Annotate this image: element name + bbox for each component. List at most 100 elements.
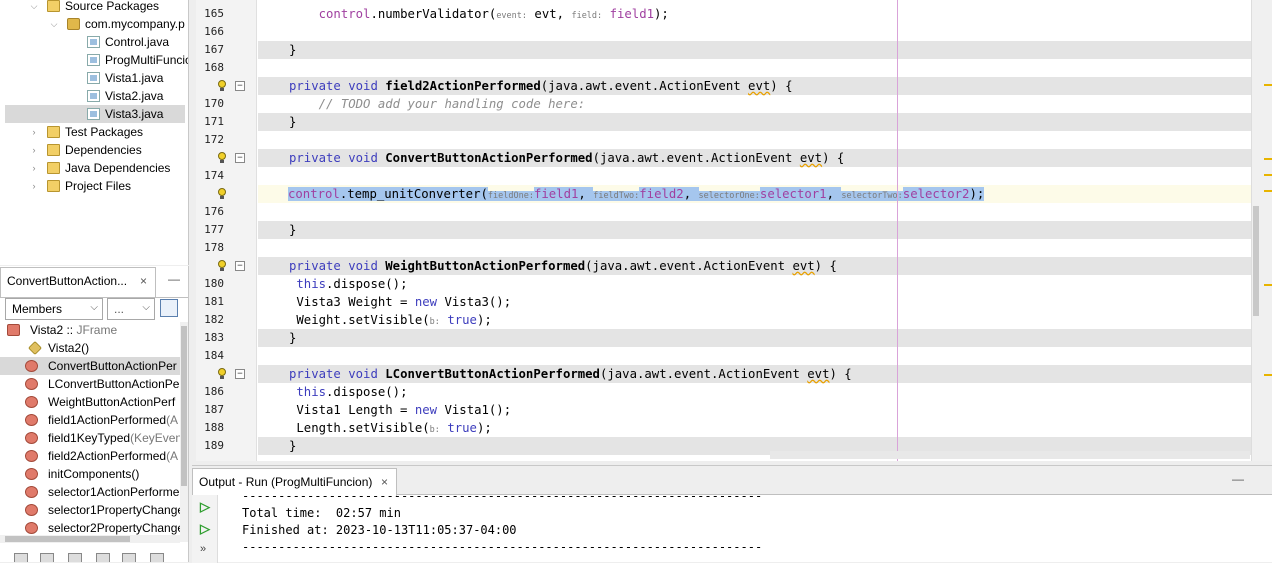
fold-icon[interactable]: − — [235, 261, 245, 271]
fold-icon[interactable]: − — [235, 153, 245, 163]
close-icon[interactable]: × — [380, 475, 388, 489]
navigator-member[interactable]: WeightButtonActionPerf — [0, 393, 180, 411]
tree-item[interactable]: ProgMultiFuncio — [5, 51, 188, 69]
more-actions-icon[interactable]: » — [200, 543, 207, 555]
chevron-down-icon[interactable]: ⌵ — [30, 1, 38, 11]
navigator-member[interactable]: field2ActionPerformed(A — [0, 447, 180, 465]
toolbar-icon[interactable] — [150, 553, 164, 562]
chevron-right-icon[interactable]: › — [32, 145, 36, 155]
lightbulb-hint-icon[interactable] — [216, 260, 226, 272]
navigator-member[interactable]: initComponents() — [0, 465, 180, 483]
code-line[interactable]: private void LConvertButtonActionPerform… — [258, 365, 1252, 383]
lightbulb-hint-icon[interactable] — [216, 188, 226, 200]
members-filter-select[interactable]: Members ⌵ — [5, 298, 103, 320]
navigator-vertical-scrollbar[interactable] — [180, 322, 188, 542]
code-line[interactable] — [258, 167, 1252, 185]
code-line[interactable]: private void WeightButtonActionPerformed… — [258, 257, 1252, 275]
navigator-horizontal-scrollbar[interactable] — [0, 535, 180, 543]
filter-toggle-icon[interactable] — [160, 299, 178, 317]
member-label: field1KeyTyped(KeyEven — [48, 431, 183, 445]
rerun-with-options-icon[interactable]: ▷ — [200, 521, 210, 536]
chevron-down-icon[interactable]: ⌵ — [50, 19, 58, 29]
code-line[interactable] — [258, 239, 1252, 257]
code-line[interactable]: this.dispose(); — [296, 385, 408, 399]
chevron-right-icon[interactable]: › — [32, 127, 36, 137]
toolbar-icon[interactable] — [96, 553, 110, 562]
warning-marker[interactable] — [1264, 284, 1272, 286]
sort-select-value: ... — [114, 302, 125, 316]
code-line[interactable]: this.dispose(); — [296, 277, 408, 291]
code-line[interactable]: } — [258, 41, 1252, 59]
warning-marker[interactable] — [1264, 174, 1272, 176]
toolbar-icon[interactable] — [14, 553, 28, 562]
member-label: selector1PropertyChange — [48, 503, 185, 517]
tree-item[interactable]: Vista2.java — [5, 87, 185, 105]
navigator-member[interactable]: field1ActionPerformed(A — [0, 411, 180, 429]
code-line[interactable]: private void ConvertButtonActionPerforme… — [258, 149, 1252, 167]
fold-icon[interactable]: − — [235, 369, 245, 379]
lightbulb-hint-icon[interactable] — [216, 368, 226, 380]
warning-marker[interactable] — [1264, 84, 1272, 86]
code-line[interactable]: } — [258, 437, 1252, 455]
editor-horizontal-scrollbar[interactable] — [770, 451, 1250, 459]
error-stripe[interactable] — [1251, 0, 1272, 461]
navigator-member[interactable]: selector1ActionPerforme — [0, 483, 180, 501]
navigator-tab[interactable]: ConvertButtonAction... × — [0, 267, 156, 297]
code-line[interactable]: Weight.setVisible(b: true); — [289, 313, 492, 327]
tree-item[interactable]: ⌵Source Packages — [5, 0, 185, 15]
close-icon[interactable]: × — [139, 274, 147, 288]
lightbulb-hint-icon[interactable] — [216, 152, 226, 164]
minimize-icon[interactable]: — — [1232, 472, 1244, 486]
warning-marker[interactable] — [1264, 190, 1272, 192]
chevron-right-icon[interactable]: › — [32, 181, 36, 191]
navigator-member[interactable]: LConvertButtonActionPe — [0, 375, 180, 393]
tree-item[interactable]: ›Java Dependencies — [5, 159, 185, 177]
tree-item[interactable]: Vista3.java — [5, 105, 185, 123]
tree-item[interactable]: › Test Packages — [5, 123, 185, 141]
output-tab[interactable]: Output - Run (ProgMultiFuncion) × — [192, 468, 397, 496]
code-line[interactable] — [258, 203, 1252, 221]
code-line[interactable]: } — [258, 329, 1252, 347]
folder-icon — [47, 162, 60, 174]
tree-item[interactable]: Vista1.java — [5, 69, 185, 87]
code-line[interactable]: control.temp_unitConverter(fieldOne:fiel… — [258, 185, 1252, 203]
code-line[interactable] — [258, 131, 1252, 149]
tree-item[interactable]: ⌵com.mycompany.p — [5, 15, 185, 33]
code-line[interactable] — [258, 347, 1252, 365]
code-line[interactable]: // TODO add your handling code here: — [318, 97, 586, 111]
tree-item-label: ProgMultiFuncio — [105, 53, 189, 67]
warning-marker[interactable] — [1264, 374, 1272, 376]
code-line[interactable]: } — [258, 113, 1252, 131]
java-file-icon — [87, 36, 100, 48]
navigator-member[interactable]: field1KeyTyped(KeyEven — [0, 429, 183, 447]
rerun-icon[interactable]: ▷ — [200, 499, 210, 514]
toolbar-icon[interactable] — [40, 553, 54, 562]
code-line[interactable]: Length.setVisible(b: true); — [289, 421, 492, 435]
code-line[interactable]: Vista3 Weight = new Vista3(); — [289, 295, 512, 309]
code-line[interactable]: private void field2ActionPerformed(java.… — [258, 77, 1252, 95]
tree-item[interactable]: ›Project Files — [5, 177, 185, 195]
tree-item-label: Test Packages — [65, 125, 144, 139]
chevron-right-icon[interactable]: › — [32, 163, 36, 173]
tree-item[interactable]: ›Dependencies — [5, 141, 185, 159]
fold-icon[interactable]: − — [235, 81, 245, 91]
toolbar-icon[interactable] — [68, 553, 82, 562]
code-line[interactable] — [258, 59, 1252, 77]
editor-vertical-scrollbar[interactable] — [1253, 206, 1259, 316]
navigator-member[interactable]: Vista2() — [0, 339, 180, 357]
lightbulb-hint-icon[interactable] — [216, 80, 226, 92]
code-line[interactable]: } — [258, 221, 1252, 239]
minimize-icon[interactable]: — — [168, 272, 180, 286]
toolbar-icon[interactable] — [122, 553, 136, 562]
navigator-member[interactable]: ConvertButtonActionPer — [0, 357, 180, 375]
tree-item[interactable]: Control.java — [5, 33, 185, 51]
sort-select[interactable]: ... ⌵ — [107, 298, 155, 320]
navigator-member[interactable]: selector2PropertyChange — [0, 519, 184, 537]
warning-marker[interactable] — [1264, 158, 1272, 160]
navigator-member[interactable]: selector1PropertyChange — [0, 501, 184, 519]
code-line[interactable]: control.numberValidator(event: evt, fiel… — [318, 7, 669, 21]
navigator-class-row[interactable]: Vista2 :: JFrame — [0, 321, 180, 339]
code-line[interactable] — [258, 23, 1252, 41]
code-line[interactable]: Vista1 Length = new Vista1(); — [289, 403, 512, 417]
